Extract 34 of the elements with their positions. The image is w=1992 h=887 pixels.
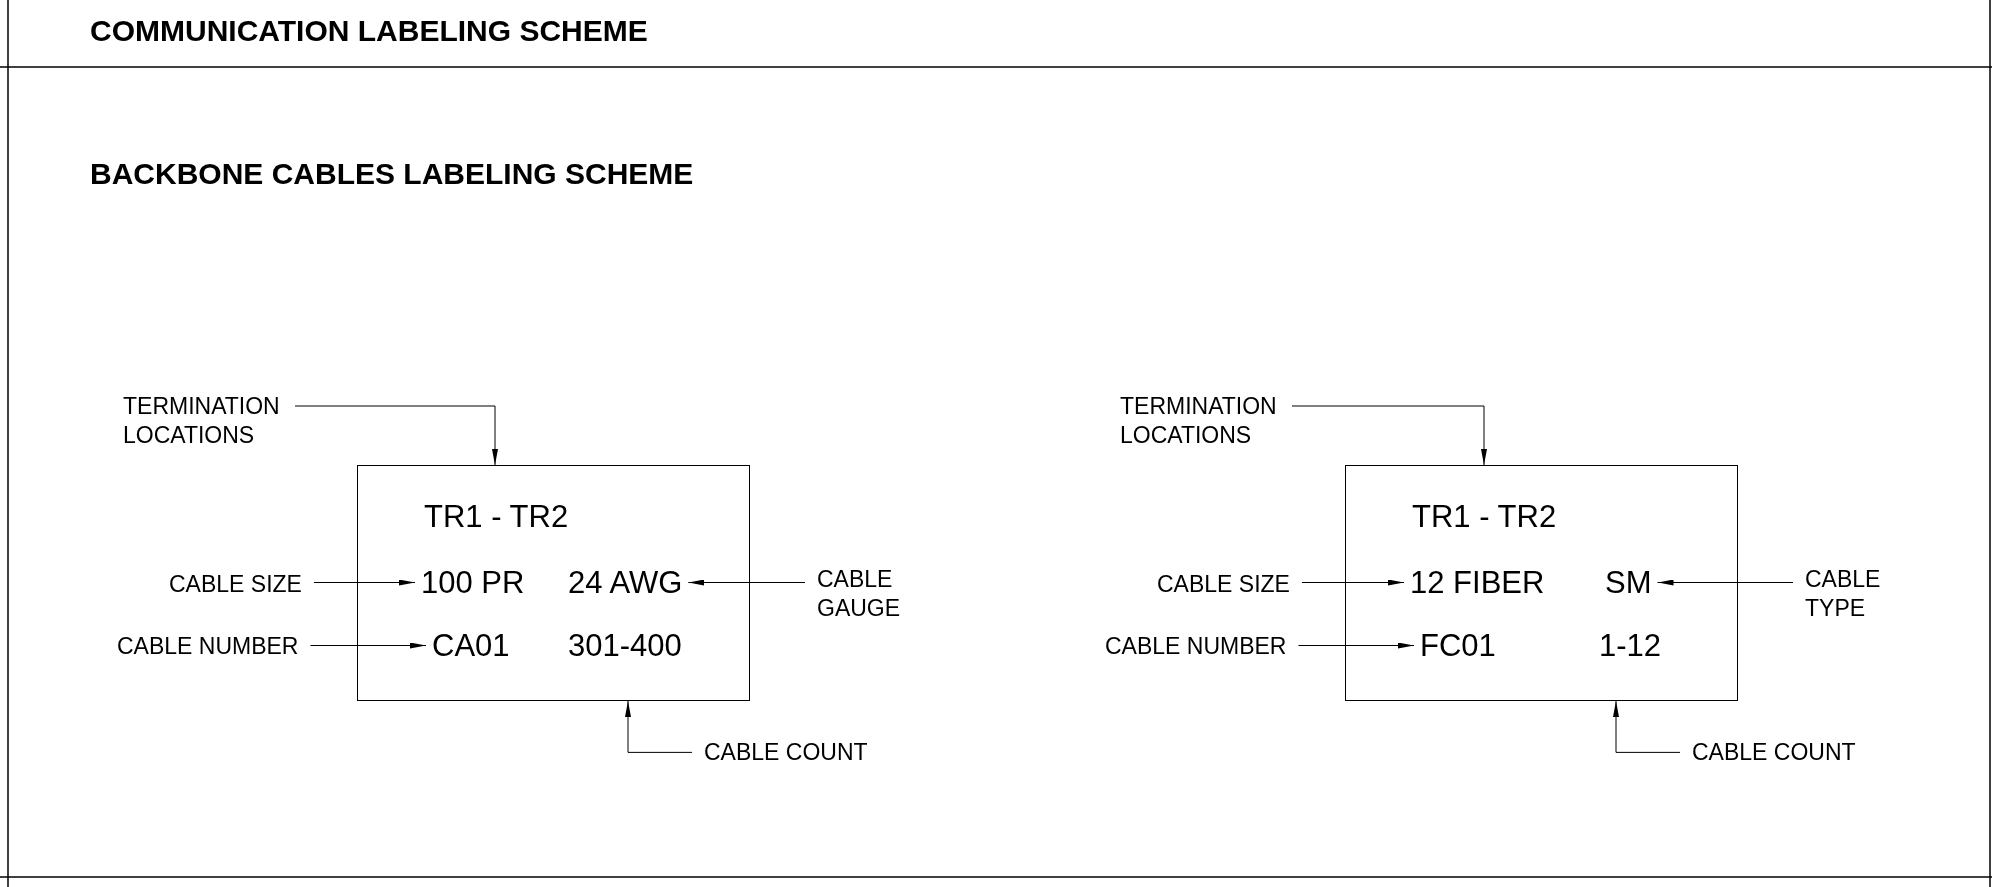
label-text: 1-12: [1593, 630, 1668, 661]
callout-text: TERMINATION LOCATIONS: [111, 392, 295, 450]
label-box: [357, 465, 750, 701]
leader-arrow: [687, 579, 806, 586]
leader-line: [625, 700, 693, 753]
callout-text: CABLE SIZE: [157, 570, 314, 599]
label-text: FC01: [1414, 630, 1502, 661]
section-heading: BACKBONE CABLES LABELING SCHEME: [90, 157, 694, 191]
callout-text: CABLE COUNT: [692, 738, 880, 767]
callout-text: CABLE SIZE: [1145, 570, 1302, 599]
label-text: 12 FIBER: [1404, 567, 1551, 598]
leader-arrow: [310, 642, 427, 649]
callout-text: CABLE NUMBER: [1093, 632, 1299, 661]
label-text: 100 PR: [415, 567, 531, 598]
label-text: 301-400: [562, 630, 688, 661]
leader-line: [1291, 405, 1487, 466]
label-text: TR1 - TR2: [1406, 501, 1563, 532]
callout-text: CABLE NUMBER: [105, 632, 311, 661]
leader-arrow: [1301, 579, 1405, 586]
label-text: TR1 - TR2: [418, 501, 575, 532]
callout-text: TERMINATION LOCATIONS: [1108, 392, 1292, 450]
callout-text: CABLE COUNT: [1680, 738, 1868, 767]
callout-text: CABLE GAUGE: [805, 565, 969, 623]
callout-text: CABLE TYPE: [1793, 565, 1957, 623]
label-box: [1345, 465, 1738, 701]
leader-arrow: [313, 579, 416, 586]
label-text: 24 AWG: [562, 567, 689, 598]
leader-arrow: [1298, 642, 1415, 649]
leader-line: [294, 405, 498, 466]
label-text: CA01: [426, 630, 516, 661]
diagram-title: COMMUNICATION LABELING SCHEME: [90, 14, 648, 48]
leader-line: [1613, 700, 1681, 753]
label-text: SM: [1599, 567, 1658, 598]
leader-arrow: [1657, 579, 1794, 586]
